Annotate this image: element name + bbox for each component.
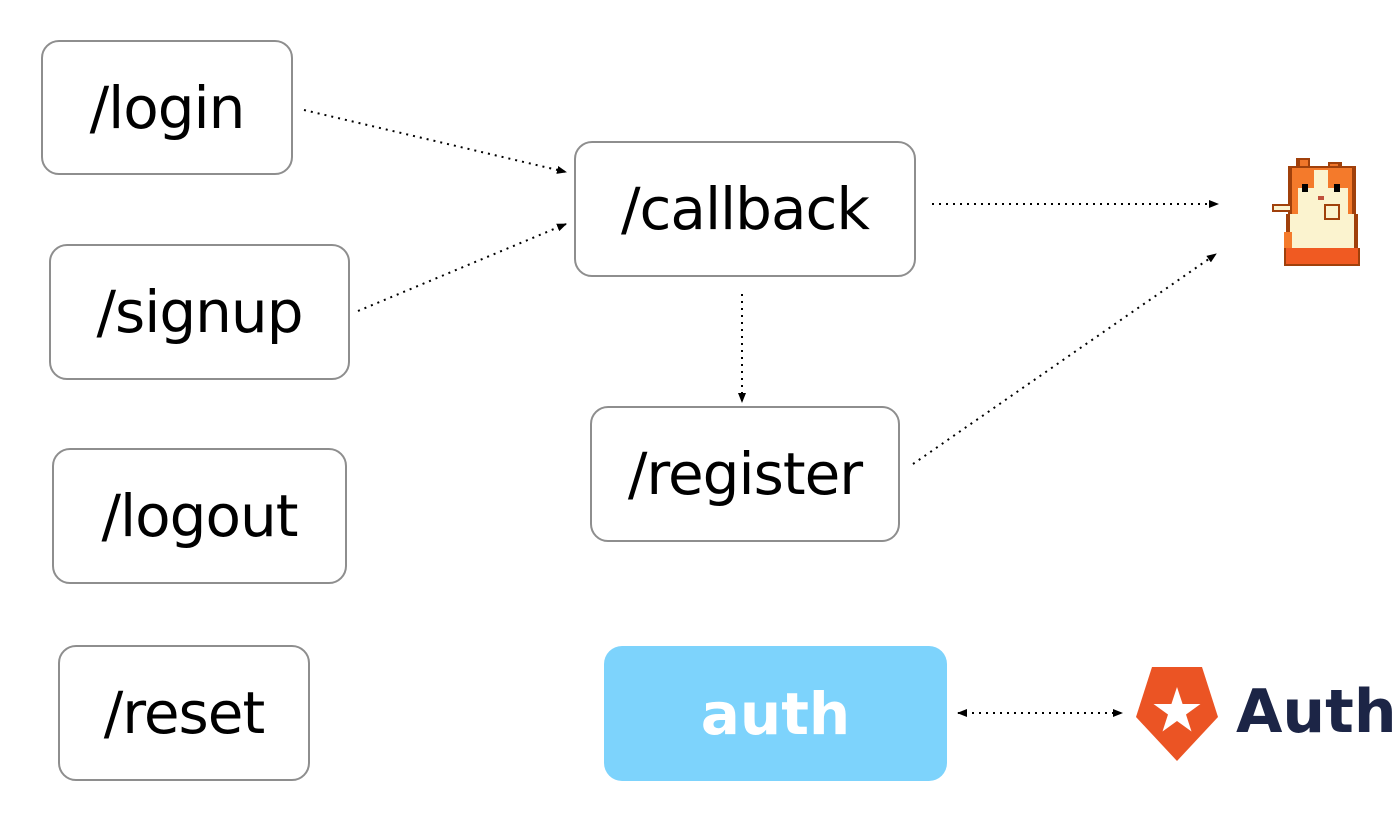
auth0-shield-icon — [1136, 667, 1218, 761]
hamster-pixel-icon — [1272, 158, 1360, 266]
route-label-login: /login — [89, 73, 246, 142]
auth0-brand-name: Auth0 — [1236, 677, 1396, 747]
auth-module-node: auth — [604, 646, 947, 781]
route-label-register: /register — [627, 440, 863, 508]
arrow-signup-to-callback — [357, 223, 567, 312]
route-node-callback: /callback — [574, 141, 916, 277]
route-label-callback: /callback — [620, 175, 870, 243]
route-node-logout: /logout — [52, 448, 347, 584]
route-node-signup: /signup — [49, 244, 350, 380]
route-label-reset: /reset — [103, 679, 265, 747]
arrow-register-to-app — [912, 253, 1217, 465]
route-node-login: /login — [41, 40, 293, 175]
route-label-signup: /signup — [96, 278, 303, 346]
route-node-reset: /reset — [58, 645, 310, 781]
auth-module-label: auth — [700, 679, 851, 748]
arrow-login-to-callback — [303, 109, 567, 174]
route-node-register: /register — [590, 406, 900, 542]
route-label-logout: /logout — [101, 482, 299, 550]
